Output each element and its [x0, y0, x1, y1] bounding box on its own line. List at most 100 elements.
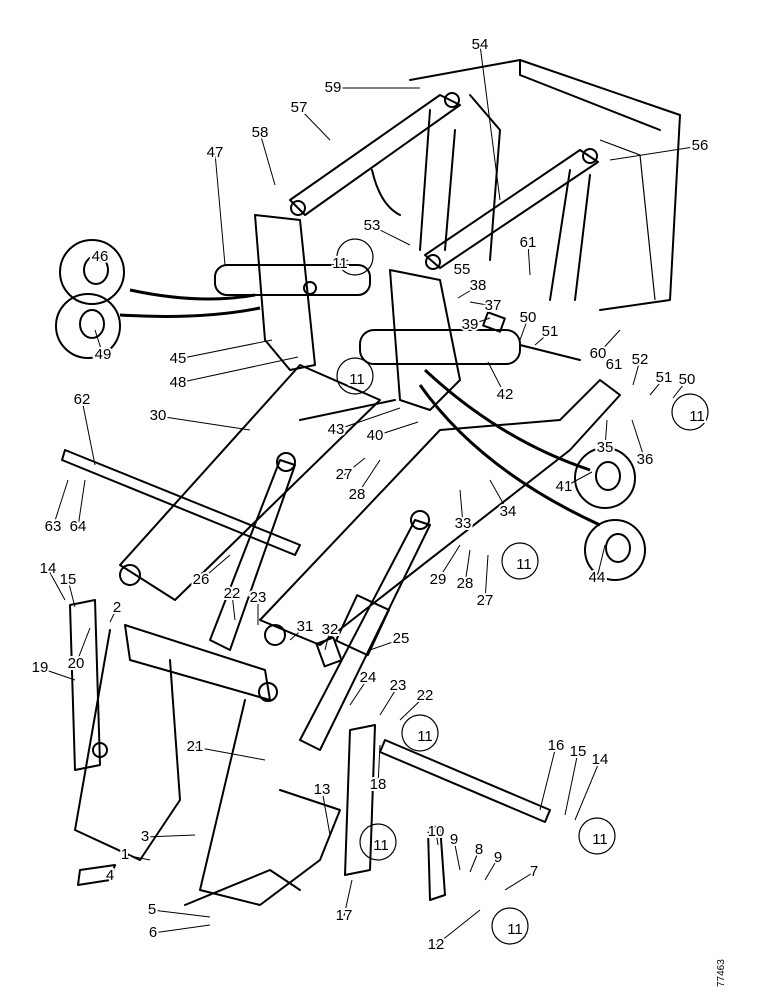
leader-line — [509, 925, 516, 931]
leader-line — [109, 607, 118, 623]
leader-line — [596, 835, 601, 841]
part-number-label: 41 — [556, 478, 573, 495]
leader-line — [259, 132, 276, 186]
part-number-label: 17 — [336, 907, 353, 924]
part-number-label: 7 — [530, 863, 538, 880]
leader-line — [379, 685, 399, 716]
part-number-label: 40 — [367, 427, 384, 444]
leader-line — [124, 854, 151, 861]
part-number-label: 35 — [597, 439, 614, 456]
leader-line — [94, 329, 104, 356]
leader-line — [214, 152, 226, 266]
main-loader-arms — [119, 364, 621, 646]
part-number-label: 26 — [193, 571, 210, 588]
leader-line — [596, 544, 606, 579]
part-number-label: 12 — [428, 936, 445, 953]
leader-line — [369, 638, 402, 651]
leader-line — [632, 359, 641, 386]
leader-line — [39, 667, 76, 681]
part-number-label: 1 — [121, 846, 129, 863]
leader-line — [177, 339, 273, 360]
part-number-label: 15 — [60, 571, 77, 588]
leader-line — [613, 359, 621, 366]
leader-line — [484, 554, 489, 602]
leader-line — [437, 544, 461, 581]
leader-line — [349, 373, 358, 381]
part-number-label: 64 — [70, 518, 87, 535]
leader-line — [419, 732, 426, 738]
part-number-label: 29 — [430, 571, 447, 588]
part-number-label: 39 — [462, 316, 479, 333]
part-number-label: 49 — [95, 346, 112, 363]
leader-line — [479, 44, 501, 201]
leader-line — [672, 379, 688, 399]
part-number-label: 62 — [74, 391, 91, 408]
part-number-label: 31 — [297, 618, 314, 635]
part-number-label: 9 — [494, 849, 502, 866]
leader-line — [321, 789, 331, 836]
part-number-label: 51 — [656, 369, 673, 386]
leader-line — [604, 419, 608, 449]
leader-line — [435, 909, 481, 946]
leader-line — [631, 419, 646, 461]
part-number-label: 61 — [520, 234, 537, 251]
leader-line — [356, 459, 381, 496]
leader-line — [454, 264, 463, 271]
part-number-label: 27 — [477, 592, 494, 609]
hydraulic-hoses — [119, 288, 601, 527]
leader-line — [231, 593, 236, 621]
part-number-label: 5 — [148, 901, 156, 918]
part-number-label: 11 — [349, 371, 365, 388]
part-number-label: 54 — [472, 36, 489, 53]
part-number-label: 45 — [170, 350, 187, 367]
part-number-label: 19 — [32, 659, 49, 676]
leader-line — [374, 421, 419, 437]
leader-line — [469, 317, 491, 326]
part-number-label: 33 — [455, 515, 472, 532]
part-number-label: 50 — [679, 371, 696, 388]
part-number-label: 10 — [428, 823, 445, 840]
part-number-label: 37 — [485, 297, 502, 314]
leader-line — [609, 145, 701, 161]
part-number-label: 58 — [252, 124, 269, 141]
leader-line — [469, 849, 480, 873]
part-number-label: 20 — [68, 655, 85, 672]
leader-line — [377, 744, 381, 786]
part-number-label: 9 — [450, 831, 458, 848]
leader-line — [343, 457, 366, 476]
leader-line — [67, 579, 76, 608]
leader-line — [487, 361, 506, 396]
upper-link-arms — [289, 92, 599, 301]
leader-line — [399, 695, 426, 721]
mounting-frame — [74, 624, 341, 906]
part-number-label: 46 — [92, 248, 109, 265]
leader-line — [453, 839, 461, 871]
leader-line — [379, 839, 382, 847]
part-number-label: 36 — [637, 451, 654, 468]
part-number-label: 42 — [497, 386, 514, 403]
part-number-label: 23 — [250, 589, 267, 606]
leader-line — [459, 489, 464, 525]
leader-line — [597, 329, 621, 355]
leader-line — [298, 107, 331, 141]
leader-line — [194, 746, 266, 761]
leader-line — [152, 924, 211, 934]
leader-line — [649, 377, 665, 396]
part-number-label: 24 — [360, 669, 377, 686]
leader-line — [469, 301, 494, 307]
part-number-label: 50 — [520, 309, 537, 326]
leader-line — [519, 317, 529, 341]
leader-line — [539, 745, 557, 811]
tilt-levers — [214, 214, 581, 411]
part-number-label: 2 — [113, 599, 121, 616]
part-number-label: 4 — [106, 867, 114, 884]
leader-line — [464, 549, 471, 585]
leader-line — [564, 751, 579, 816]
inset-details — [55, 239, 646, 581]
part-number-label: 56 — [692, 137, 709, 154]
part-number-label: 48 — [170, 374, 187, 391]
leader-line — [457, 285, 479, 299]
part-number-label: 11 — [373, 837, 389, 854]
